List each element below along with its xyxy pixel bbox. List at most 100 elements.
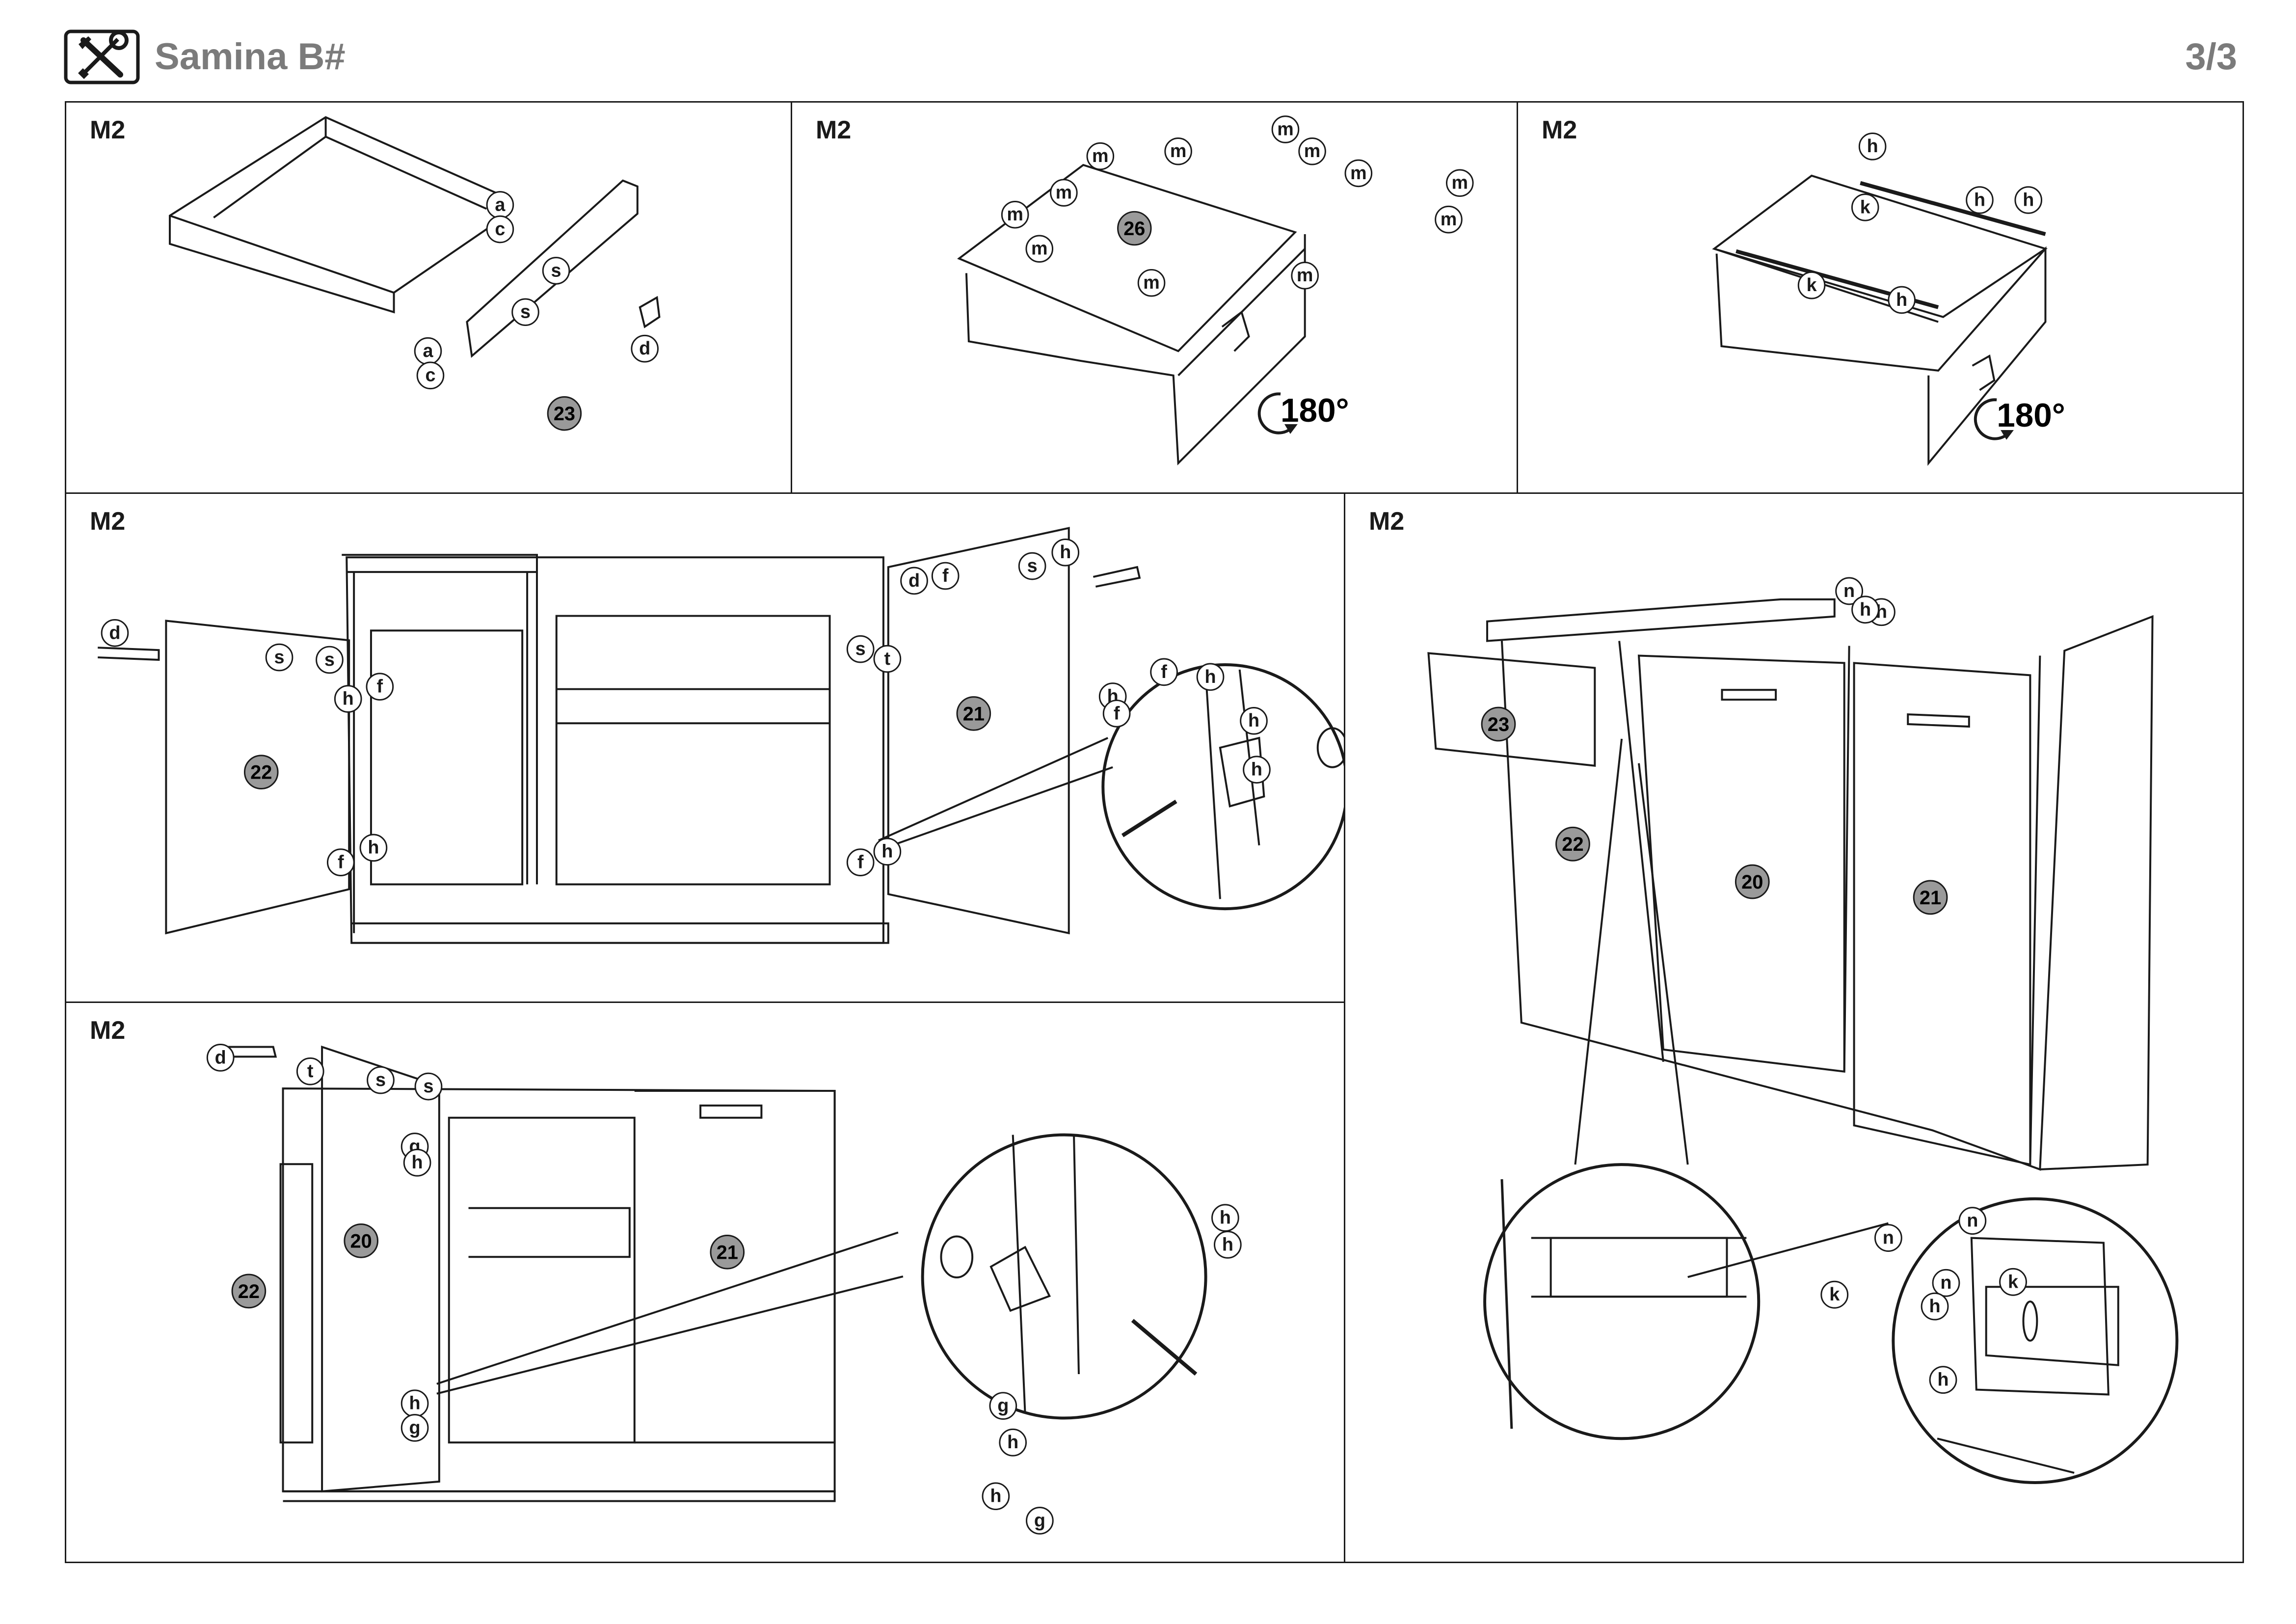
hardware-callout-h: h (1921, 1292, 1949, 1321)
hardware-callout-label: d (908, 570, 920, 591)
hardware-callout-h: h (400, 1389, 429, 1418)
hardware-callout-d: d (631, 334, 659, 363)
hardware-callout-label: g (1034, 1510, 1045, 1531)
hardware-callout-label: g (997, 1396, 1009, 1416)
hardware-callout-g: g (1026, 1507, 1054, 1535)
hardware-callout-label: m (1441, 209, 1457, 229)
hardware-callout-t: t (296, 1057, 324, 1085)
hardware-callout-label: h (990, 1486, 1001, 1507)
hardware-callout-label: f (857, 852, 864, 873)
hardware-callout-label: m (1031, 238, 1048, 259)
hardware-callout-s: s (542, 257, 570, 285)
hardware-callout-s: s (316, 646, 344, 674)
hardware-callout-h: h (1211, 1204, 1239, 1232)
hardware-callout-label: s (551, 260, 561, 280)
hardware-callout-h: h (1243, 756, 1271, 784)
hardware-callout-label: h (1204, 667, 1216, 687)
hardware-callout-label: n (1940, 1272, 1951, 1293)
hardware-callout-m: m (1025, 235, 1054, 263)
hardware-callout-k: k (1820, 1280, 1849, 1309)
hardware-callout-s: s (265, 643, 294, 672)
panel-door-hinges: M2 22 21 (65, 492, 1345, 1003)
hardware-callout-label: k (1807, 274, 1817, 295)
hardware-callout-h: h (1929, 1366, 1957, 1394)
hardware-callout-label: h (409, 1393, 421, 1414)
hardware-callout-f: f (326, 848, 355, 876)
hardware-callout-f: f (366, 673, 394, 701)
hardware-callout-label: s (423, 1076, 433, 1097)
runner-detail-magnifier (1483, 738, 1761, 1440)
hardware-callout-k: k (1851, 193, 1879, 221)
hardware-callout-label: f (377, 677, 383, 697)
panel-assembled-cabinet: M2 23 (1344, 492, 2244, 1563)
hardware-callout-label: h (1860, 599, 1871, 620)
hardware-callout-n: n (1835, 577, 1864, 605)
page-header: Samina B# 3/3 (0, 0, 2296, 98)
hardware-callout-h: h (1196, 663, 1225, 691)
hardware-callout-g: g (400, 1414, 429, 1442)
hardware-callout-label: s (1027, 556, 1038, 576)
page-number: 3/3 (2185, 36, 2237, 78)
hardware-callout-label: h (368, 838, 379, 858)
hardware-callout-label: h (412, 1152, 423, 1173)
hardware-callout-s: s (511, 298, 539, 326)
hardware-callout-label: s (520, 301, 531, 322)
hardware-callout-label: h (2023, 189, 2034, 210)
hardware-callout-label: m (1143, 272, 1160, 293)
part-number-label: 20 (1741, 871, 1763, 893)
hardware-callout-label: s (375, 1070, 386, 1090)
panel-door-catches: M2 22 20 (65, 1001, 1345, 1563)
hardware-callout-t: t (873, 645, 902, 673)
hardware-callout-label: h (1867, 135, 1878, 156)
rotate-180-icon: 180° (1974, 397, 2065, 440)
rotate-180-icon: 180° (1257, 392, 1349, 434)
part-number-label: 23 (554, 403, 575, 425)
rotation-label: 180° (1281, 392, 1349, 429)
hardware-callout-label: m (1007, 204, 1023, 224)
part-number-label: 22 (1562, 834, 1583, 855)
hardware-callout-h: h (873, 838, 902, 866)
hardware-callout-h: h (403, 1148, 431, 1177)
hardware-callout-label: m (1350, 162, 1367, 183)
hardware-callout-n: n (1874, 1224, 1902, 1252)
part-number-label: 23 (1488, 714, 1509, 735)
hardware-callout-label: c (495, 218, 505, 239)
part-number-badge: 21 (956, 696, 991, 731)
hardware-callout-m: m (1137, 269, 1166, 297)
part-number-label: 20 (350, 1230, 372, 1252)
hardware-callout-label: f (942, 566, 949, 586)
hardware-callout-d: d (101, 619, 129, 647)
part-number-label: 22 (250, 762, 272, 784)
hardware-callout-label: m (1452, 172, 1468, 193)
part-number-label: 21 (963, 703, 985, 725)
hardware-callout-h: h (1214, 1231, 1242, 1259)
part-number-badge: 22 (231, 1273, 267, 1309)
part-number-label: 26 (1123, 218, 1145, 240)
hardware-callout-label: s (274, 647, 285, 668)
hardware-callout-label: h (881, 841, 893, 862)
part-number-badge: 21 (1913, 880, 1948, 915)
hardware-callout-label: t (307, 1061, 314, 1082)
hardware-callout-f: f (931, 562, 960, 590)
hardware-callout-k: k (1999, 1268, 2027, 1296)
hardware-callout-s: s (414, 1072, 443, 1101)
part-number-badge: 22 (1555, 826, 1590, 862)
hardware-callout-m: m (1435, 205, 1463, 234)
hardware-callout-f: f (846, 848, 875, 876)
hardware-callout-h: h (982, 1482, 1010, 1511)
hardware-callout-label: n (1883, 1228, 1894, 1248)
hardware-callout-label: h (1007, 1432, 1018, 1453)
hardware-callout-label: m (1304, 140, 1321, 161)
hardware-callout-label: d (109, 623, 120, 643)
hardware-callout-a: a (486, 191, 514, 219)
hardware-callout-label: h (343, 689, 354, 709)
hardware-callout-h: h (2014, 186, 2043, 214)
hardware-callout-g: g (989, 1392, 1017, 1420)
hardware-callout-m: m (1291, 262, 1319, 290)
